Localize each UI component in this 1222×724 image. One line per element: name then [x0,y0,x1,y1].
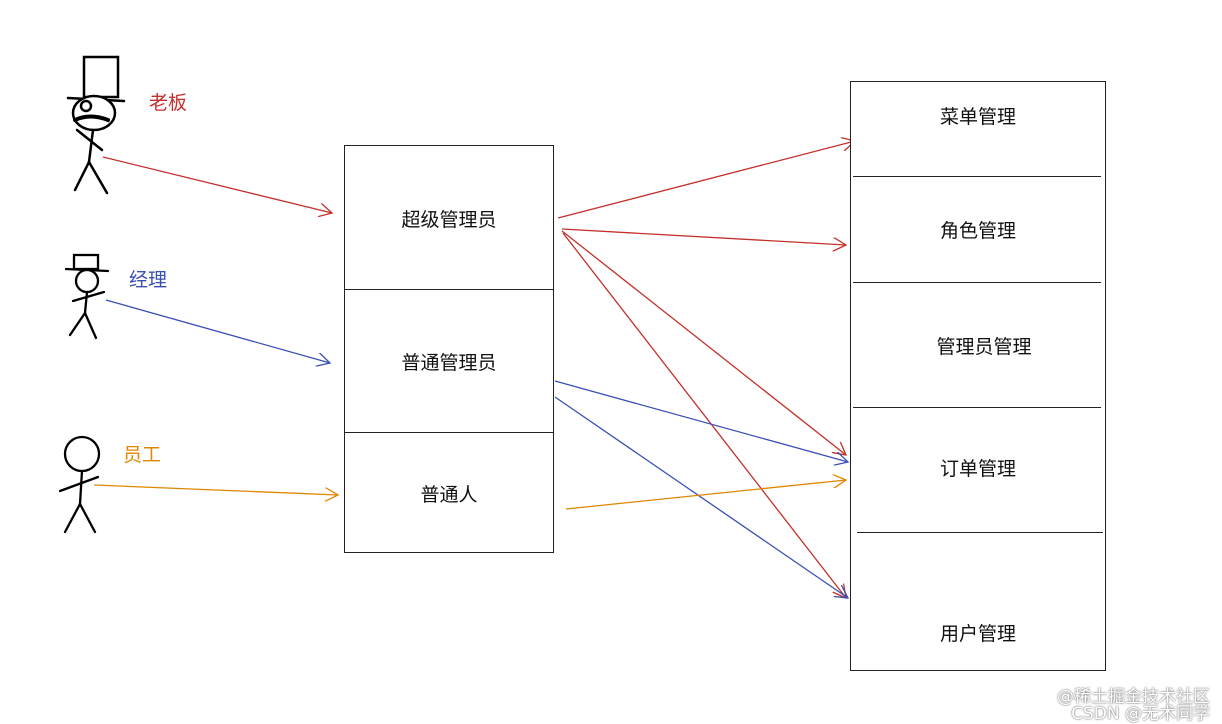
permission-divider [853,282,1101,283]
watermark-line-1: @稀土掘金技术社区 [1057,687,1210,707]
actor-label-employee: 员工 [123,444,162,466]
manager-icon [64,253,110,340]
role-divider [345,289,553,290]
arrow-super-admin-to-role [561,228,846,245]
permission-divider [853,407,1101,408]
role-normal: 普通人 [420,483,478,506]
arrow-super-admin-to-user [562,232,846,598]
arrow-super-admin-to-order [561,230,846,455]
roles-box: 超级管理员 普通管理员 普通人 [344,145,554,553]
arrow-normal-to-order [565,480,846,510]
permissions-box: 菜单管理 角色管理 管理员管理 订单管理 用户管理 [850,81,1106,671]
permission-role: 角色管理 [939,219,1016,242]
role-admin: 普通管理员 [401,351,497,374]
employee-icon [58,435,101,534]
boss-icon [66,55,126,195]
arrow-manager-to-admin [105,299,330,363]
permission-menu: 菜单管理 [939,105,1016,128]
role-divider [345,432,553,433]
arrow-employee-to-normal [93,484,338,495]
arrow-admin-to-order [554,380,848,462]
watermark-line-2: CSDN @无术同学 [1071,704,1210,724]
permission-order: 订单管理 [939,457,1016,480]
permission-divider [857,532,1103,533]
role-super-admin: 超级管理员 [401,208,497,231]
arrow-super-admin-to-menu [557,141,855,219]
arrow-admin-to-user [554,396,848,598]
actor-label-manager: 经理 [129,269,168,291]
permission-admin: 管理员管理 [936,336,1032,358]
arrow-boss-to-super-admin [102,156,332,213]
permission-divider [853,176,1101,177]
actor-label-boss: 老板 [149,92,188,114]
permission-user: 用户管理 [939,622,1016,645]
